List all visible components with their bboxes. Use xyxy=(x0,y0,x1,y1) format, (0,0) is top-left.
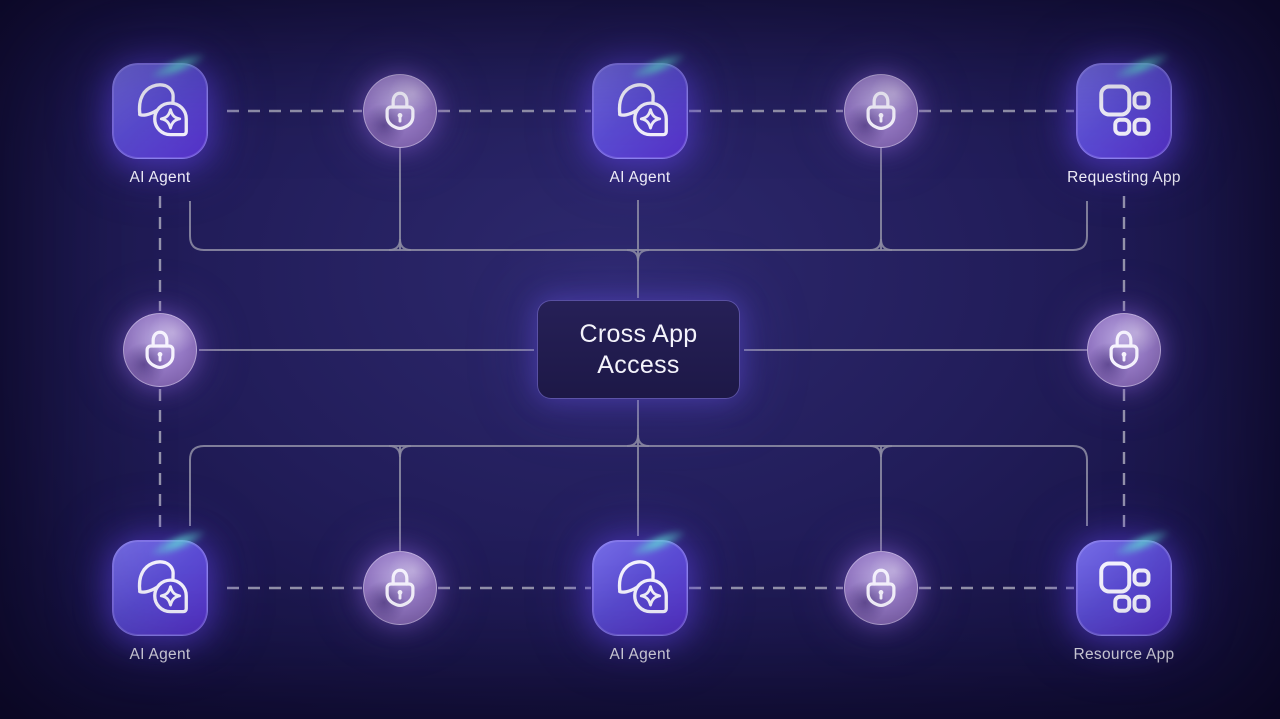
node-bottom-center-ai-agent xyxy=(592,540,688,636)
node-bottom-lock-left xyxy=(363,551,437,625)
connector-bottom-bus xyxy=(189,400,1088,551)
node-top-lock-left xyxy=(363,74,437,148)
node-top-center-ai-agent xyxy=(592,63,688,159)
app-grid-icon xyxy=(1082,69,1166,153)
node-label: Resource App xyxy=(1073,646,1175,663)
connector-top-bus xyxy=(189,148,1088,298)
node-top-lock-right xyxy=(844,74,918,148)
ai-agent-icon xyxy=(598,546,682,630)
node-bottom-left-ai-agent xyxy=(112,540,208,636)
ai-agent-icon xyxy=(598,69,682,153)
node-middle-lock-left xyxy=(123,313,197,387)
padlock-icon xyxy=(1095,321,1153,379)
padlock-icon xyxy=(852,559,910,617)
ai-agent-icon xyxy=(118,69,202,153)
node-requesting-app xyxy=(1076,63,1172,159)
padlock-icon xyxy=(852,82,910,140)
node-bottom-lock-right xyxy=(844,551,918,625)
node-label: AI Agent xyxy=(609,646,671,663)
node-resource-app xyxy=(1076,540,1172,636)
cross-app-access-box: Cross App Access xyxy=(537,300,740,399)
node-middle-lock-right xyxy=(1087,313,1161,387)
ai-agent-icon xyxy=(118,546,202,630)
cross-app-access-label: Cross App Access xyxy=(579,319,698,379)
app-grid-icon xyxy=(1082,546,1166,630)
padlock-icon xyxy=(371,559,429,617)
node-label: AI Agent xyxy=(129,169,191,186)
padlock-icon xyxy=(371,82,429,140)
padlock-icon xyxy=(131,321,189,379)
node-top-left-ai-agent xyxy=(112,63,208,159)
node-label: AI Agent xyxy=(129,646,191,663)
node-label: Requesting App xyxy=(1067,169,1181,186)
node-label: AI Agent xyxy=(609,169,671,186)
